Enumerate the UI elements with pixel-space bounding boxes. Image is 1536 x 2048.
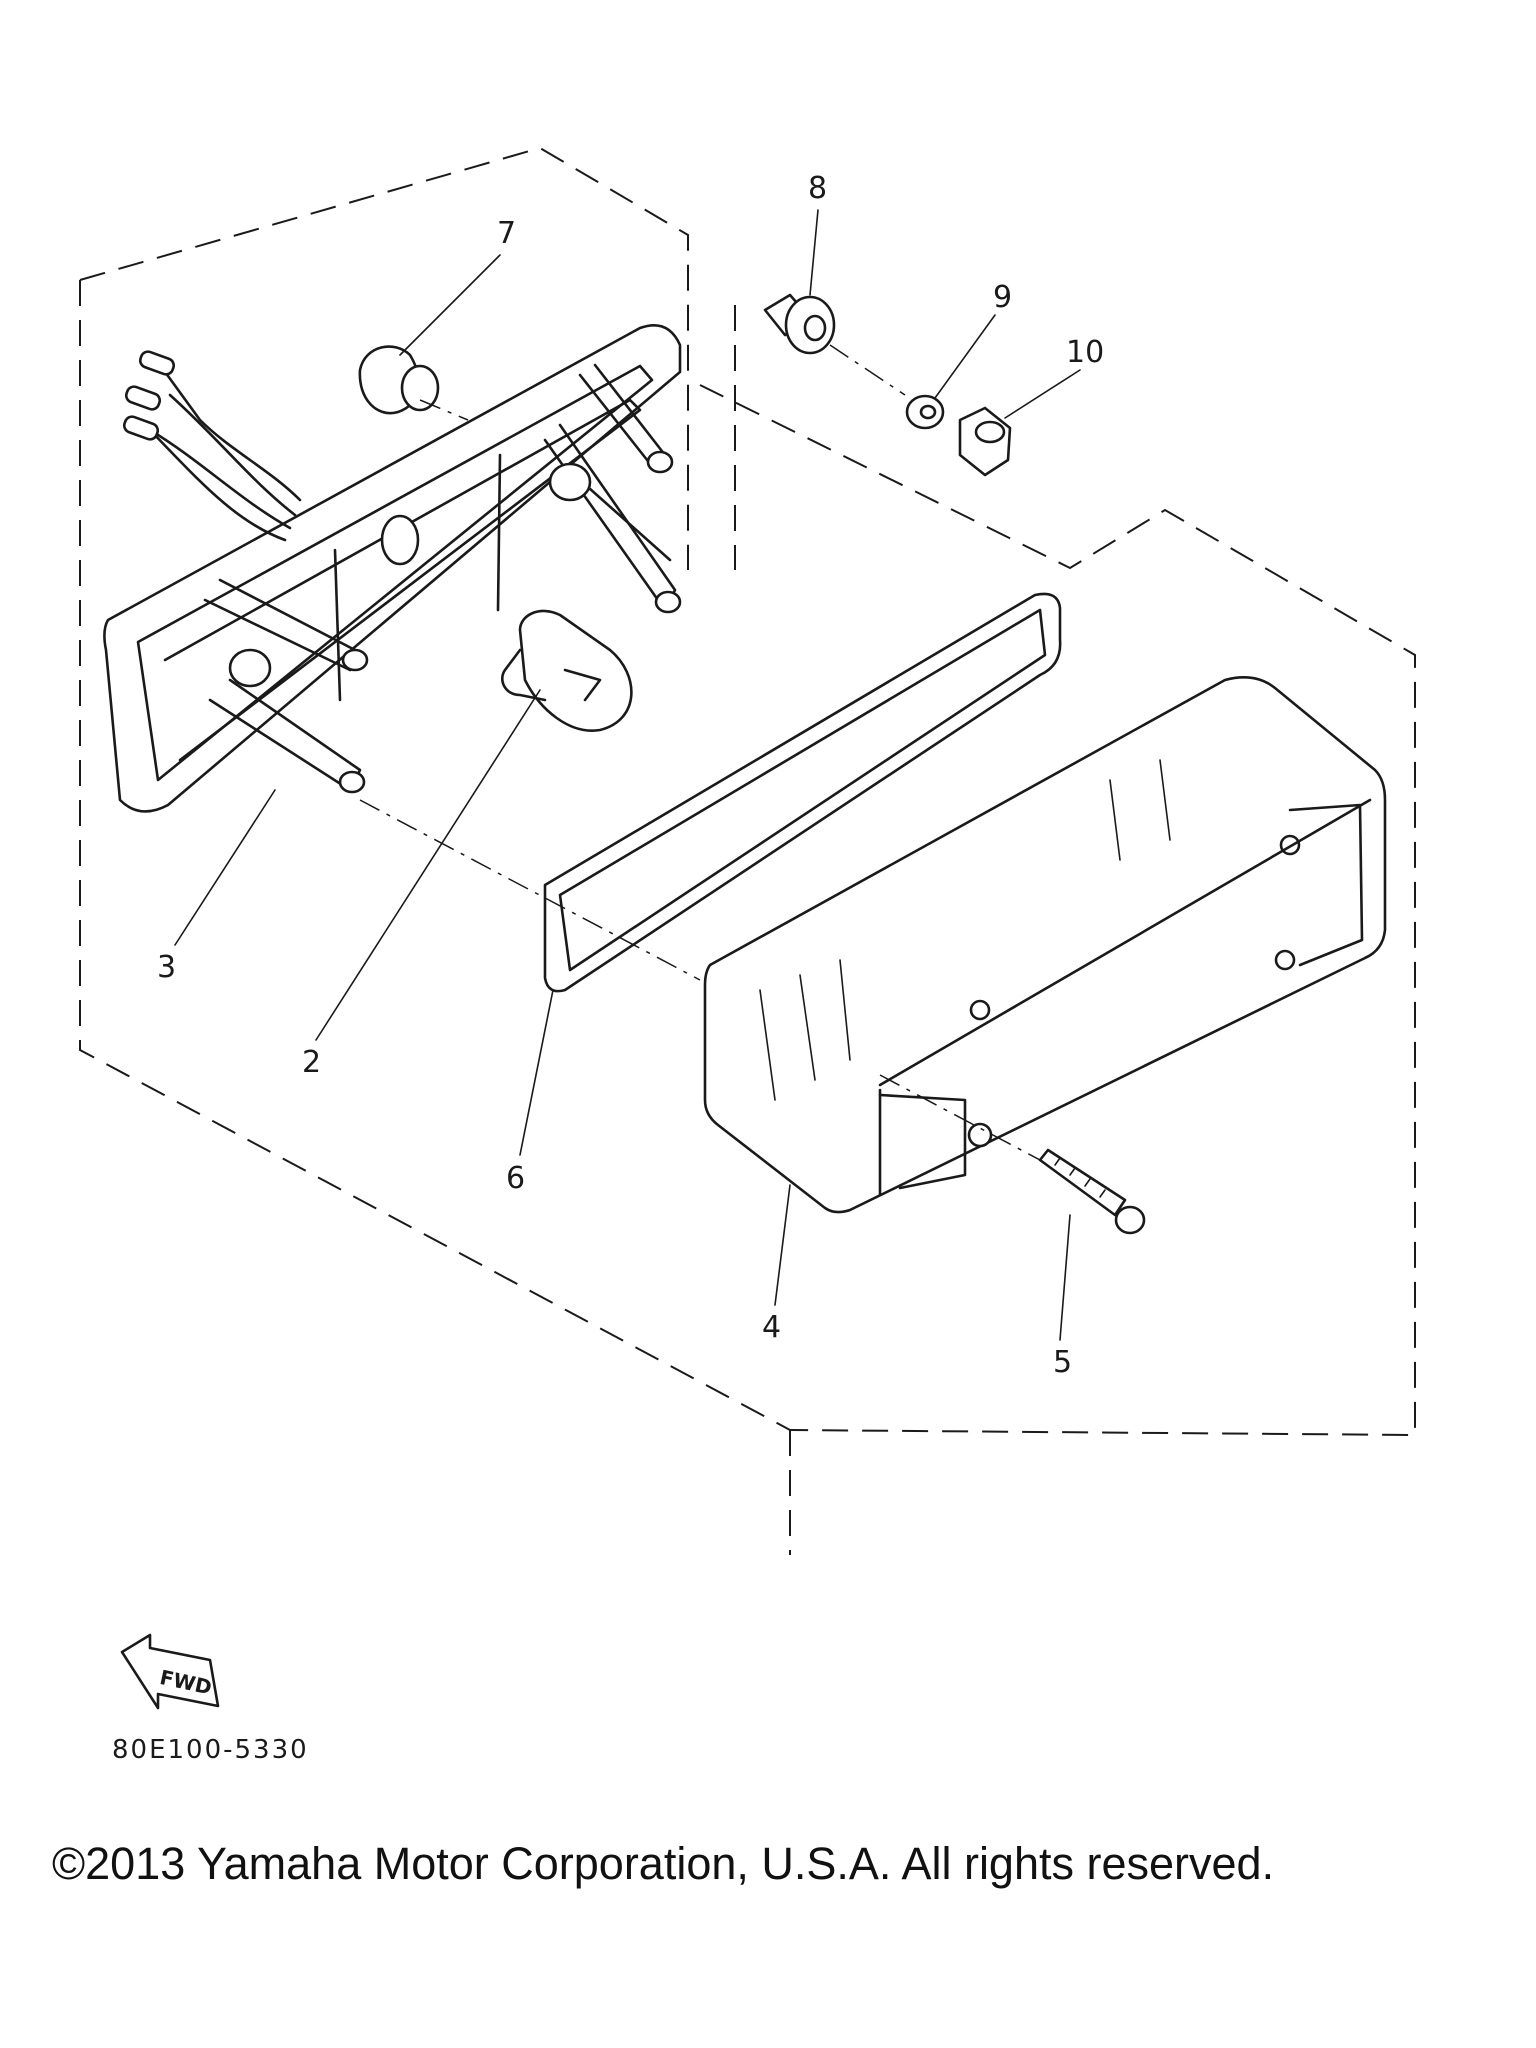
callout-part-5: 5 [1053, 1345, 1072, 1380]
copyright-notice: ©2013 Yamaha Motor Corporation, U.S.A. A… [52, 1838, 1275, 1889]
tail-light-housing [103, 324, 682, 813]
center-lines [359, 344, 1041, 1161]
callout-part-2: 2 [302, 1045, 321, 1080]
callout-part-9: 9 [993, 280, 1012, 315]
bulb [500, 609, 633, 732]
washer [905, 394, 945, 430]
leader-lines [174, 209, 1081, 1341]
gasket [543, 592, 1062, 993]
callout-part-6: 6 [506, 1161, 525, 1196]
drawing-code: 80E100-5330 [112, 1735, 309, 1765]
grommet [358, 345, 440, 415]
callout-part-10: 10 [1066, 335, 1104, 370]
callout-part-4: 4 [762, 1310, 781, 1345]
assembly-outline [79, 146, 1416, 1555]
callout-part-7: 7 [497, 216, 516, 251]
callout-part-3: 3 [157, 950, 176, 985]
callout-part-8: 8 [808, 171, 827, 206]
screw [1038, 1148, 1146, 1235]
collar [763, 293, 836, 355]
fwd-arrow-icon: FWD [120, 1633, 220, 1710]
callout-labels: 2 3 4 5 6 7 8 9 10 [157, 171, 1104, 1380]
nut [958, 406, 1012, 477]
lens [703, 676, 1387, 1214]
